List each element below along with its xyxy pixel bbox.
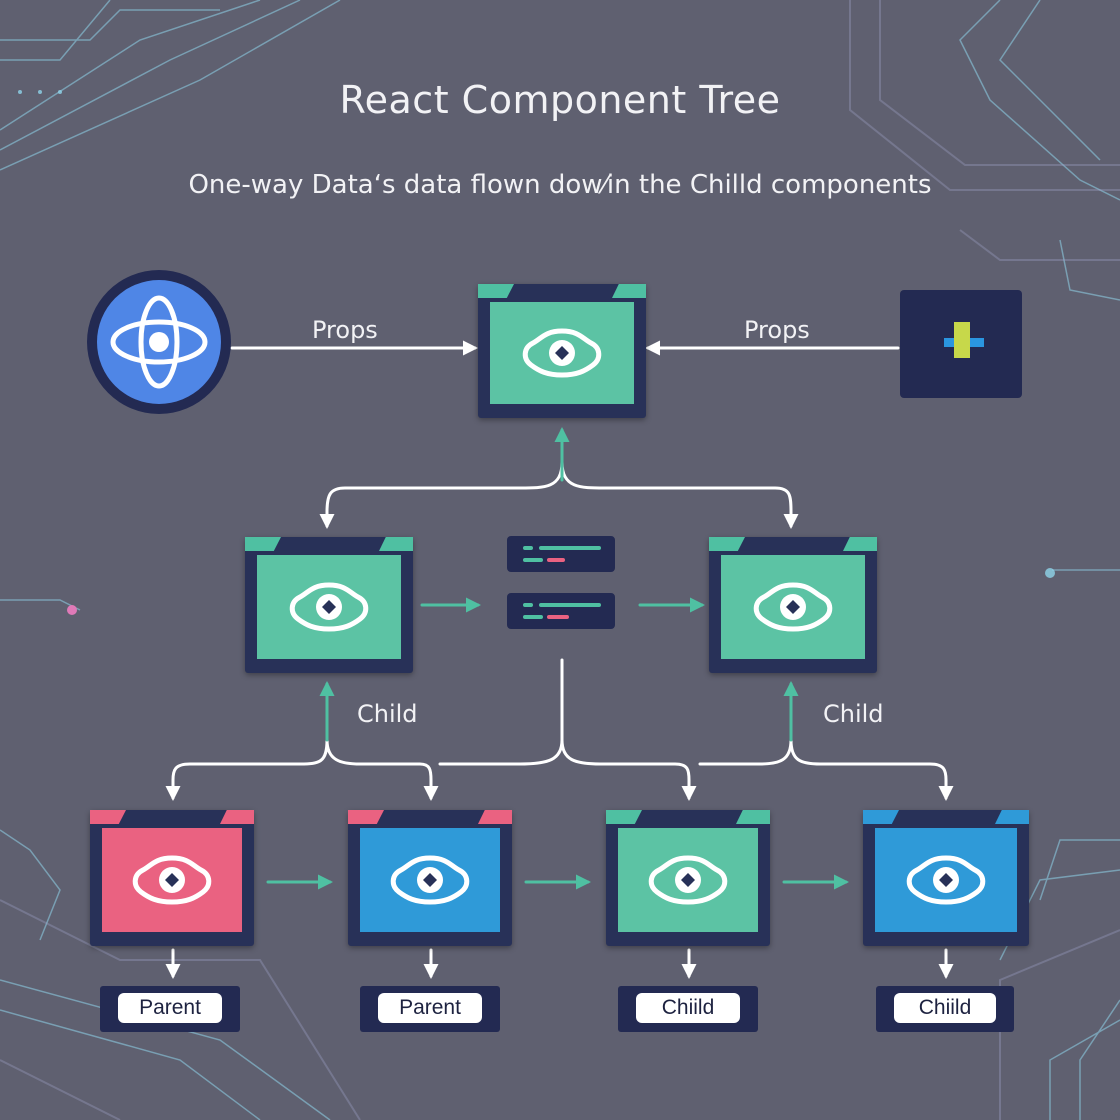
props-label-left: Props <box>312 316 378 344</box>
tag-label: Chiild <box>636 993 740 1023</box>
tag-parent-1: Parent <box>100 986 240 1032</box>
plus-icon <box>944 322 984 358</box>
tag-label: Chiild <box>894 993 996 1023</box>
tag-child-1: Chiild <box>618 986 758 1032</box>
react-atom-icon <box>110 295 208 389</box>
component-shape-icon <box>289 582 369 632</box>
child-label-right: Child <box>823 700 884 728</box>
diagram-subtitle: One-way Data‘s data flown dow⁄in the Chi… <box>188 170 932 200</box>
component-top <box>478 284 646 418</box>
tag-child-2: Chiild <box>876 986 1014 1032</box>
props-label-right: Props <box>744 316 810 344</box>
component-middle-right <box>709 537 877 673</box>
component-shape-icon <box>753 582 833 632</box>
tag-parent-2: Parent <box>360 986 500 1032</box>
component-bottom-4 <box>863 810 1029 946</box>
component-bottom-3 <box>606 810 770 946</box>
component-shape-icon <box>132 855 212 905</box>
component-shape-icon <box>390 855 470 905</box>
component-bottom-1 <box>90 810 254 946</box>
react-logo-badge <box>87 270 231 414</box>
child-label-left: Child <box>357 700 418 728</box>
component-shape-icon <box>522 328 602 378</box>
component-middle-left <box>245 537 413 673</box>
tag-label: Parent <box>118 993 222 1023</box>
props-card-1 <box>507 536 615 572</box>
diagram-title: React Component Tree <box>339 78 781 122</box>
component-bottom-2 <box>348 810 512 946</box>
component-shape-icon <box>648 855 728 905</box>
tag-label: Parent <box>378 993 482 1023</box>
component-shape-icon <box>906 855 986 905</box>
props-card-2 <box>507 593 615 629</box>
plus-component-box <box>900 290 1022 398</box>
